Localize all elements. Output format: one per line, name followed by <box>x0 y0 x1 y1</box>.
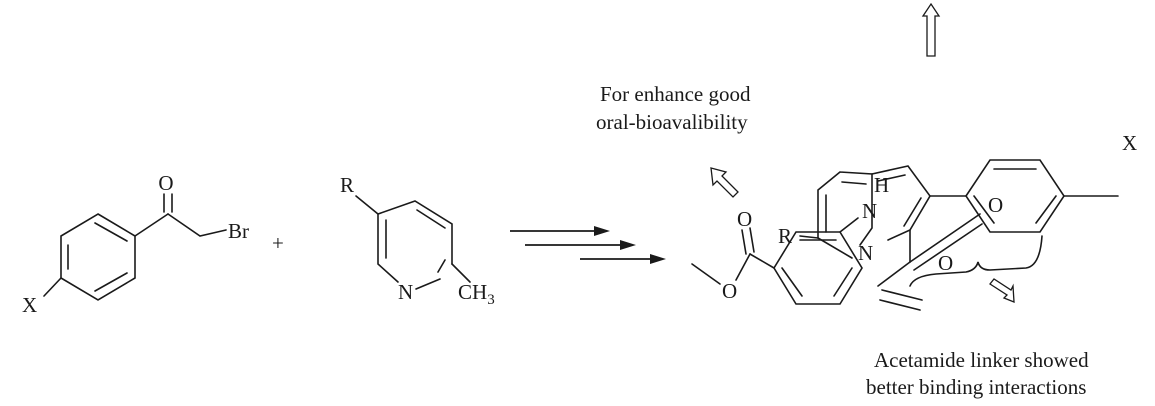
ketone-oxygen-label: O <box>158 171 173 195</box>
indolizine-six-ring <box>817 171 873 246</box>
methyl-benzoate-structure: O O <box>691 207 863 305</box>
ketone-double-bond <box>163 193 173 213</box>
annotation-arrows <box>710 2 1015 303</box>
keto-top-double-bond <box>909 213 983 271</box>
ester-ether-bond <box>735 253 751 281</box>
methyl-bond <box>451 263 471 283</box>
pyridine-nitrogen-label: N <box>398 280 413 304</box>
indolizine-nitrogen-label: N <box>858 241 873 265</box>
ester-carbonyl-double <box>741 227 755 255</box>
up-hollow-arrow-icon <box>921 2 941 57</box>
keto-bottom-double-bond <box>879 289 923 311</box>
x-substituent-label: X <box>22 293 37 317</box>
bromine-label: Br <box>228 219 249 243</box>
keto-bottom-oxygen-label: O <box>938 251 953 275</box>
aryl-ring-bonds <box>60 213 136 301</box>
phenacyl-bromide-structure: O Br X <box>22 171 249 317</box>
amide-h-label: H <box>874 173 889 197</box>
indolizine-six-ring-inner <box>825 181 867 233</box>
amide-n-label: N <box>862 199 877 223</box>
ch2-bond <box>167 213 227 237</box>
product-r-label: R <box>778 224 792 248</box>
bioavailability-note-line1: For enhance good <box>600 82 751 106</box>
linker-brace <box>909 235 1043 287</box>
amide-carbon-bond <box>877 261 911 287</box>
pyridine-double-bonds <box>385 209 446 273</box>
multistep-arrows <box>510 226 666 264</box>
n-aryl-bond <box>839 217 859 233</box>
indolizine-lower-bond <box>817 237 853 259</box>
ester-ether-oxygen-label: O <box>722 279 737 303</box>
product-aryl-double-bonds <box>973 168 1057 224</box>
ester-carbonyl-oxygen-label: O <box>737 207 752 231</box>
arrow-head-2 <box>620 240 636 250</box>
x-substituent-bond <box>43 277 62 297</box>
product-r-bond <box>799 235 819 239</box>
arrow-head-3 <box>650 254 666 264</box>
keto-top-oxygen-label: O <box>988 193 1003 217</box>
product-aryl-ring <box>965 159 1065 233</box>
linker-note-line2: better binding interactions <box>866 375 1086 399</box>
methylpyridine-structure: R N CH3 <box>340 173 495 308</box>
aryl-ring-double-bonds <box>67 222 128 292</box>
diagonal-hollow-arrow-icon <box>710 167 739 198</box>
methyl-label: CH3 <box>458 280 495 308</box>
benzoate-ring <box>773 231 863 305</box>
ester-carbon-bond <box>749 253 775 269</box>
benzoate-ring-double <box>781 239 853 297</box>
linker-note-line1: Acetamide linker showed <box>874 348 1089 372</box>
r-substituent-bond <box>355 195 379 215</box>
pyridine-ring-bonds <box>377 200 453 290</box>
carbonyl-bond <box>134 213 169 237</box>
indolizine-product-structure: R N X O O H N <box>778 131 1137 311</box>
methoxy-bond <box>691 263 721 285</box>
bioavailability-note-line2: oral-bioavalibility <box>596 110 748 134</box>
plus-sign: + <box>272 231 284 255</box>
down-hollow-arrow-icon <box>989 278 1015 303</box>
pyridine-r-label: R <box>340 173 354 197</box>
product-x-label: X <box>1122 131 1137 155</box>
indolizine-five-ring-double <box>877 174 922 227</box>
arrow-head-1 <box>594 226 610 236</box>
